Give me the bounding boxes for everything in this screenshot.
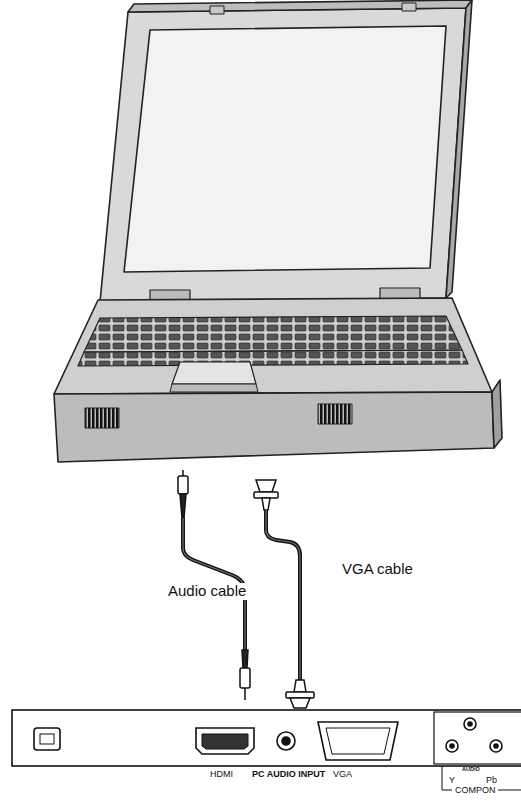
port-label: AUDIO (462, 766, 480, 772)
port-label: HDMI (210, 770, 233, 780)
port-label: Y (449, 776, 455, 786)
port-label: COMPON (455, 786, 496, 796)
port-label: Pb (486, 776, 497, 786)
cable-label: VGA cable (340, 561, 415, 578)
port-label: VGA (333, 770, 352, 780)
cable-label: Audio cable (166, 583, 248, 600)
port-label: PC AUDIO INPUT (252, 770, 325, 780)
